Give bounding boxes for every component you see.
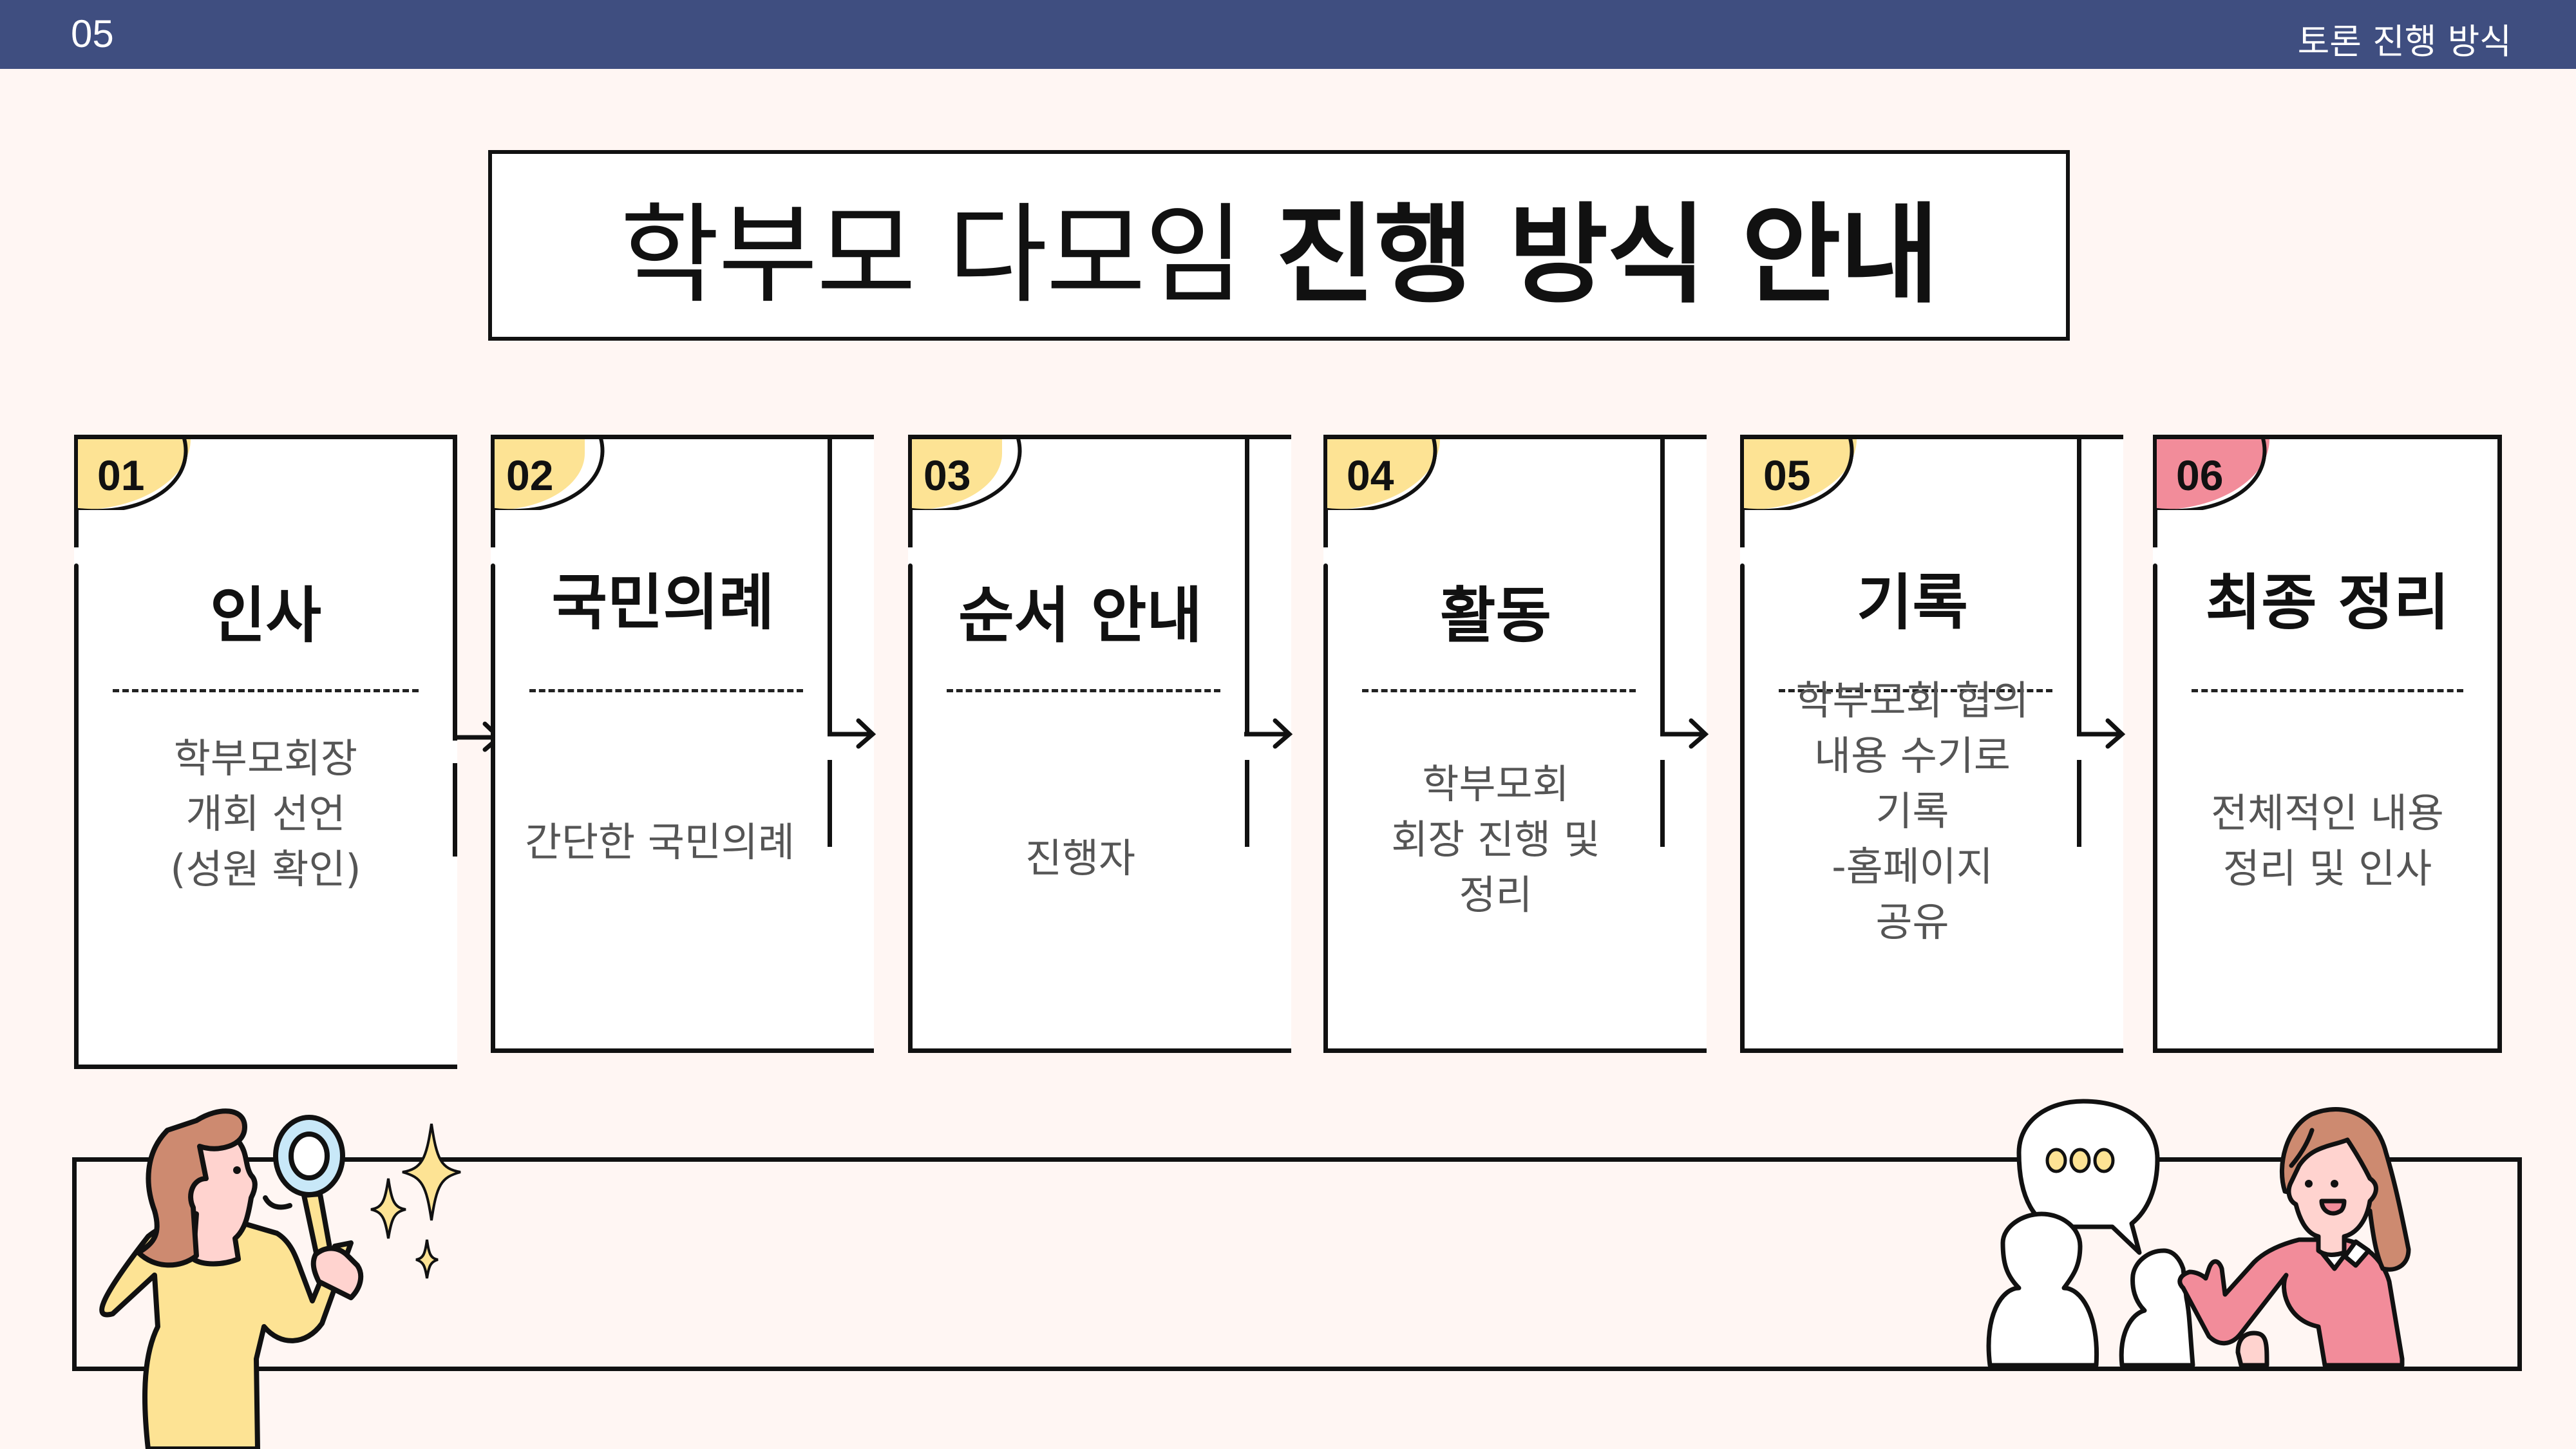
dashed-divider (947, 689, 1220, 692)
dashed-divider (1362, 689, 1636, 692)
bottom-band (72, 1157, 2522, 1371)
step-number-badge: 01 (78, 439, 191, 510)
dashed-divider (2192, 689, 2463, 692)
arrow-right-icon (1660, 718, 1709, 749)
step-card-3: 03 순서 안내 진행자 (908, 435, 1291, 1053)
title-box: 학부모 다모임 진행 방식 안내 (488, 150, 2070, 341)
woman-magnifier-illustration (99, 1108, 461, 1449)
step-description: 전체적인 내용 정리 및 인사 (2211, 790, 2444, 892)
section-title: 토론 진행 방식 (2297, 21, 2512, 62)
step-number-badge: 03 (912, 439, 1025, 510)
step-description: 학부모회 회장 진행 및 정리 (1391, 761, 1600, 918)
dashed-divider (1779, 689, 2052, 692)
step-card-4: 04 활동 학부모회 회장 진행 및 정리 (1323, 435, 1707, 1053)
page-number: 05 (71, 12, 114, 55)
arrow-right-icon (1244, 718, 1293, 749)
step-description: 학부모회장 개회 선언 (성원 확인) (170, 735, 361, 893)
step-heading: 기록 (1857, 568, 1968, 638)
step-heading: 활동 (1440, 581, 1551, 651)
header-bar: 05 토론 진행 방식 (0, 0, 2576, 69)
step-number-badge: 06 (2157, 439, 2269, 510)
step-heading: 인사 (210, 581, 321, 651)
step-number-badge: 05 (1744, 439, 1857, 510)
step-description: 진행자 (1025, 835, 1136, 882)
step-description: 간단한 국민의례 (525, 819, 795, 866)
step-description: 학부모회 협의 내용 수기로 기록 -홈페이지 공유 (1795, 677, 2029, 945)
step-number-badge: 04 (1327, 439, 1440, 510)
arrow-right-icon (2077, 718, 2126, 749)
step-card-1: 01 인사 학부모회장 개회 선언 (성원 확인) (74, 435, 457, 1069)
step-card-2: 02 국민의례 간단한 국민의례 (491, 435, 874, 1053)
presenter-audience-illustration (1986, 1099, 2411, 1368)
step-number-badge: 02 (495, 439, 607, 510)
step-heading: 국민의례 (551, 568, 775, 638)
dashed-divider (113, 689, 419, 692)
step-heading: 순서 안내 (958, 581, 1202, 651)
step-heading: 최종 정리 (2205, 568, 2450, 638)
arrow-right-icon (828, 718, 876, 749)
dashed-divider (529, 689, 803, 692)
step-card-5: 05 기록 학부모회 협의 내용 수기로 기록 -홈페이지 공유 (1740, 435, 2123, 1053)
step-card-6: 06 최종 정리 전체적인 내용 정리 및 인사 (2153, 435, 2502, 1053)
page-title: 학부모 다모임 진행 방식 안내 (620, 191, 1940, 318)
